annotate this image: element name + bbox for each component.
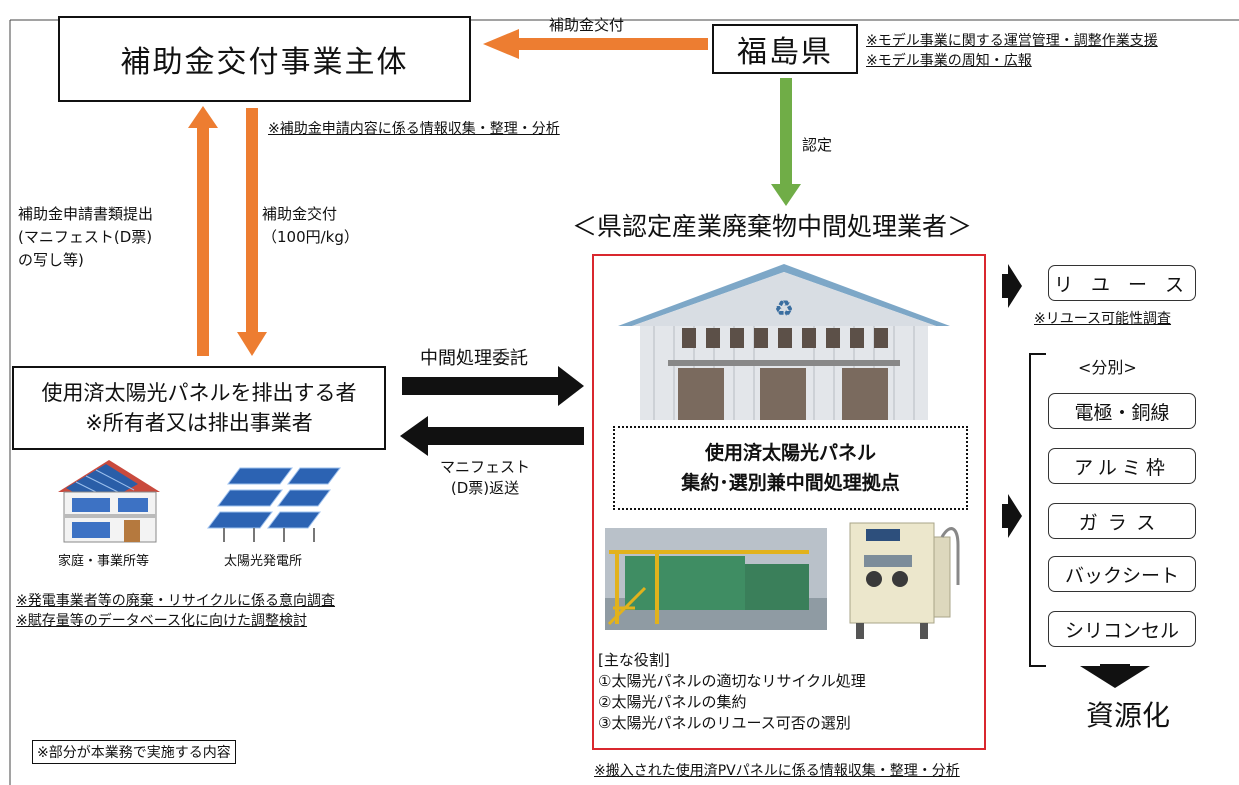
discharger-box: 使用済太陽光パネルを排出する者 ※所有者又は排出事業者 bbox=[12, 366, 386, 450]
note-fukushima-2: ※モデル事業の周知・広報 bbox=[866, 53, 1032, 69]
note-fukushima-1: ※モデル事業に関する運営管理・調整作業支援 bbox=[866, 33, 1158, 49]
output-reuse: リ ユ ー ス bbox=[1048, 265, 1196, 301]
role-item-3: ③太陽光パネルのリユース可否の選別 bbox=[598, 714, 851, 732]
legend-text: ※部分が本業務で実施する内容 bbox=[37, 745, 231, 761]
grant-line-1: 補助金交付 bbox=[262, 205, 338, 223]
role-item-1: ①太陽光パネルの適切なリサイクル処理 bbox=[598, 672, 866, 690]
base-line-1: 使用済太陽光パネル bbox=[704, 442, 876, 464]
arrow-grant-down bbox=[237, 108, 267, 356]
arrow-certification bbox=[771, 78, 801, 206]
label-manifest: マニフェスト (D票)返送 bbox=[440, 457, 530, 499]
manifest-line-2: (D票)返送 bbox=[450, 479, 520, 497]
application-line-1: 補助金申請書類提出 bbox=[18, 205, 154, 223]
arrow-consign bbox=[402, 366, 584, 406]
sort-item-backsheet: バックシート bbox=[1048, 556, 1196, 592]
base-line-2: 集約･選別兼中間処理拠点 bbox=[681, 472, 900, 494]
blast-machine-photo bbox=[849, 522, 960, 639]
roles-heading: [主な役割] bbox=[598, 651, 670, 669]
sorting-bracket bbox=[1029, 353, 1046, 667]
svg-text:♻: ♻ bbox=[774, 297, 794, 322]
sort-item-glass-label: ガラス bbox=[1078, 511, 1166, 534]
application-line-3: の写し等) bbox=[18, 251, 84, 269]
sort-item-electrode-label: 電極・銅線 bbox=[1074, 401, 1170, 424]
note-survey-1: ※発電事業者等の廃棄・リサイクルに係る意向調査 bbox=[16, 593, 336, 609]
arrow-fukushima-to-subsidy bbox=[483, 29, 708, 59]
output-reuse-label: リ ユ ー ス bbox=[1053, 273, 1191, 296]
arrow-to-sorting bbox=[1002, 494, 1022, 538]
solar-plant-icon bbox=[207, 467, 341, 542]
fukushima-label: 福島県 bbox=[737, 35, 833, 70]
roles-block: [主な役割] ①太陽光パネルの適切なリサイクル処理 ②太陽光パネルの集約 ③太陽… bbox=[598, 650, 866, 734]
role-item-2: ②太陽光パネルの集約 bbox=[598, 693, 747, 711]
caption-solar-plant: 太陽光発電所 bbox=[224, 554, 303, 569]
sort-item-aluminum-label: アルミ枠 bbox=[1074, 456, 1170, 479]
subsidy-body-box: 補助金交付事業主体 bbox=[58, 16, 471, 102]
sort-item-glass: ガラス bbox=[1048, 503, 1196, 539]
processor-title: ＜県認定産業廃棄物中間処理業者＞ bbox=[572, 212, 973, 241]
sort-item-electrode: 電極・銅線 bbox=[1048, 393, 1196, 429]
arrow-application-up bbox=[188, 106, 218, 356]
sort-heading: <分別> bbox=[1078, 358, 1137, 377]
subsidy-body-label: 補助金交付事業主体 bbox=[120, 45, 409, 80]
discharger-line-1: 使用済太陽光パネルを排出する者 bbox=[41, 381, 357, 405]
arrow-to-resource bbox=[1080, 664, 1150, 688]
label-application: 補助金申請書類提出 (マニフェスト(D票) の写し等) bbox=[18, 203, 153, 272]
arrow-manifest-return bbox=[400, 416, 584, 456]
arrow-to-reuse bbox=[1002, 264, 1022, 308]
grant-line-2: （100円/kg） bbox=[262, 228, 359, 246]
manifest-line-1: マニフェスト bbox=[440, 458, 531, 476]
label-certification: 認定 bbox=[802, 136, 833, 154]
sort-item-backsheet-label: バックシート bbox=[1064, 564, 1179, 587]
label-subsidy-grant-top: 補助金交付 bbox=[549, 16, 625, 34]
processing-line-photo bbox=[605, 528, 827, 630]
note-subsidy-info: ※補助金申請内容に係る情報収集・整理・分析 bbox=[268, 121, 560, 137]
label-grant: 補助金交付 （100円/kg） bbox=[262, 203, 359, 249]
note-pv-info: ※搬入された使用済PVパネルに係る情報収集・整理・分析 bbox=[594, 763, 960, 779]
sort-item-aluminum: アルミ枠 bbox=[1048, 448, 1196, 484]
sort-item-silicon-label: シリコンセル bbox=[1064, 619, 1179, 642]
resource-label: 資源化 bbox=[1086, 699, 1171, 732]
label-consign: 中間処理委託 bbox=[420, 348, 528, 369]
processor-frame bbox=[592, 254, 986, 750]
legend-box: ※部分が本業務で実施する内容 bbox=[32, 740, 236, 764]
discharger-line-2: ※所有者又は排出事業者 bbox=[85, 411, 313, 435]
warehouse-icon: ♻ bbox=[618, 264, 950, 420]
caption-house: 家庭・事業所等 bbox=[58, 554, 150, 569]
sort-item-silicon: シリコンセル bbox=[1048, 611, 1196, 647]
application-line-2: (マニフェスト(D票) bbox=[18, 228, 153, 246]
house-icon bbox=[58, 460, 160, 543]
note-survey-2: ※賦存量等のデータベース化に向けた調整検討 bbox=[16, 613, 308, 629]
base-label-box: 使用済太陽光パネル 集約･選別兼中間処理拠点 bbox=[613, 426, 968, 510]
note-reuse-survey: ※リユース可能性調査 bbox=[1034, 311, 1172, 327]
fukushima-box: 福島県 bbox=[712, 24, 858, 74]
